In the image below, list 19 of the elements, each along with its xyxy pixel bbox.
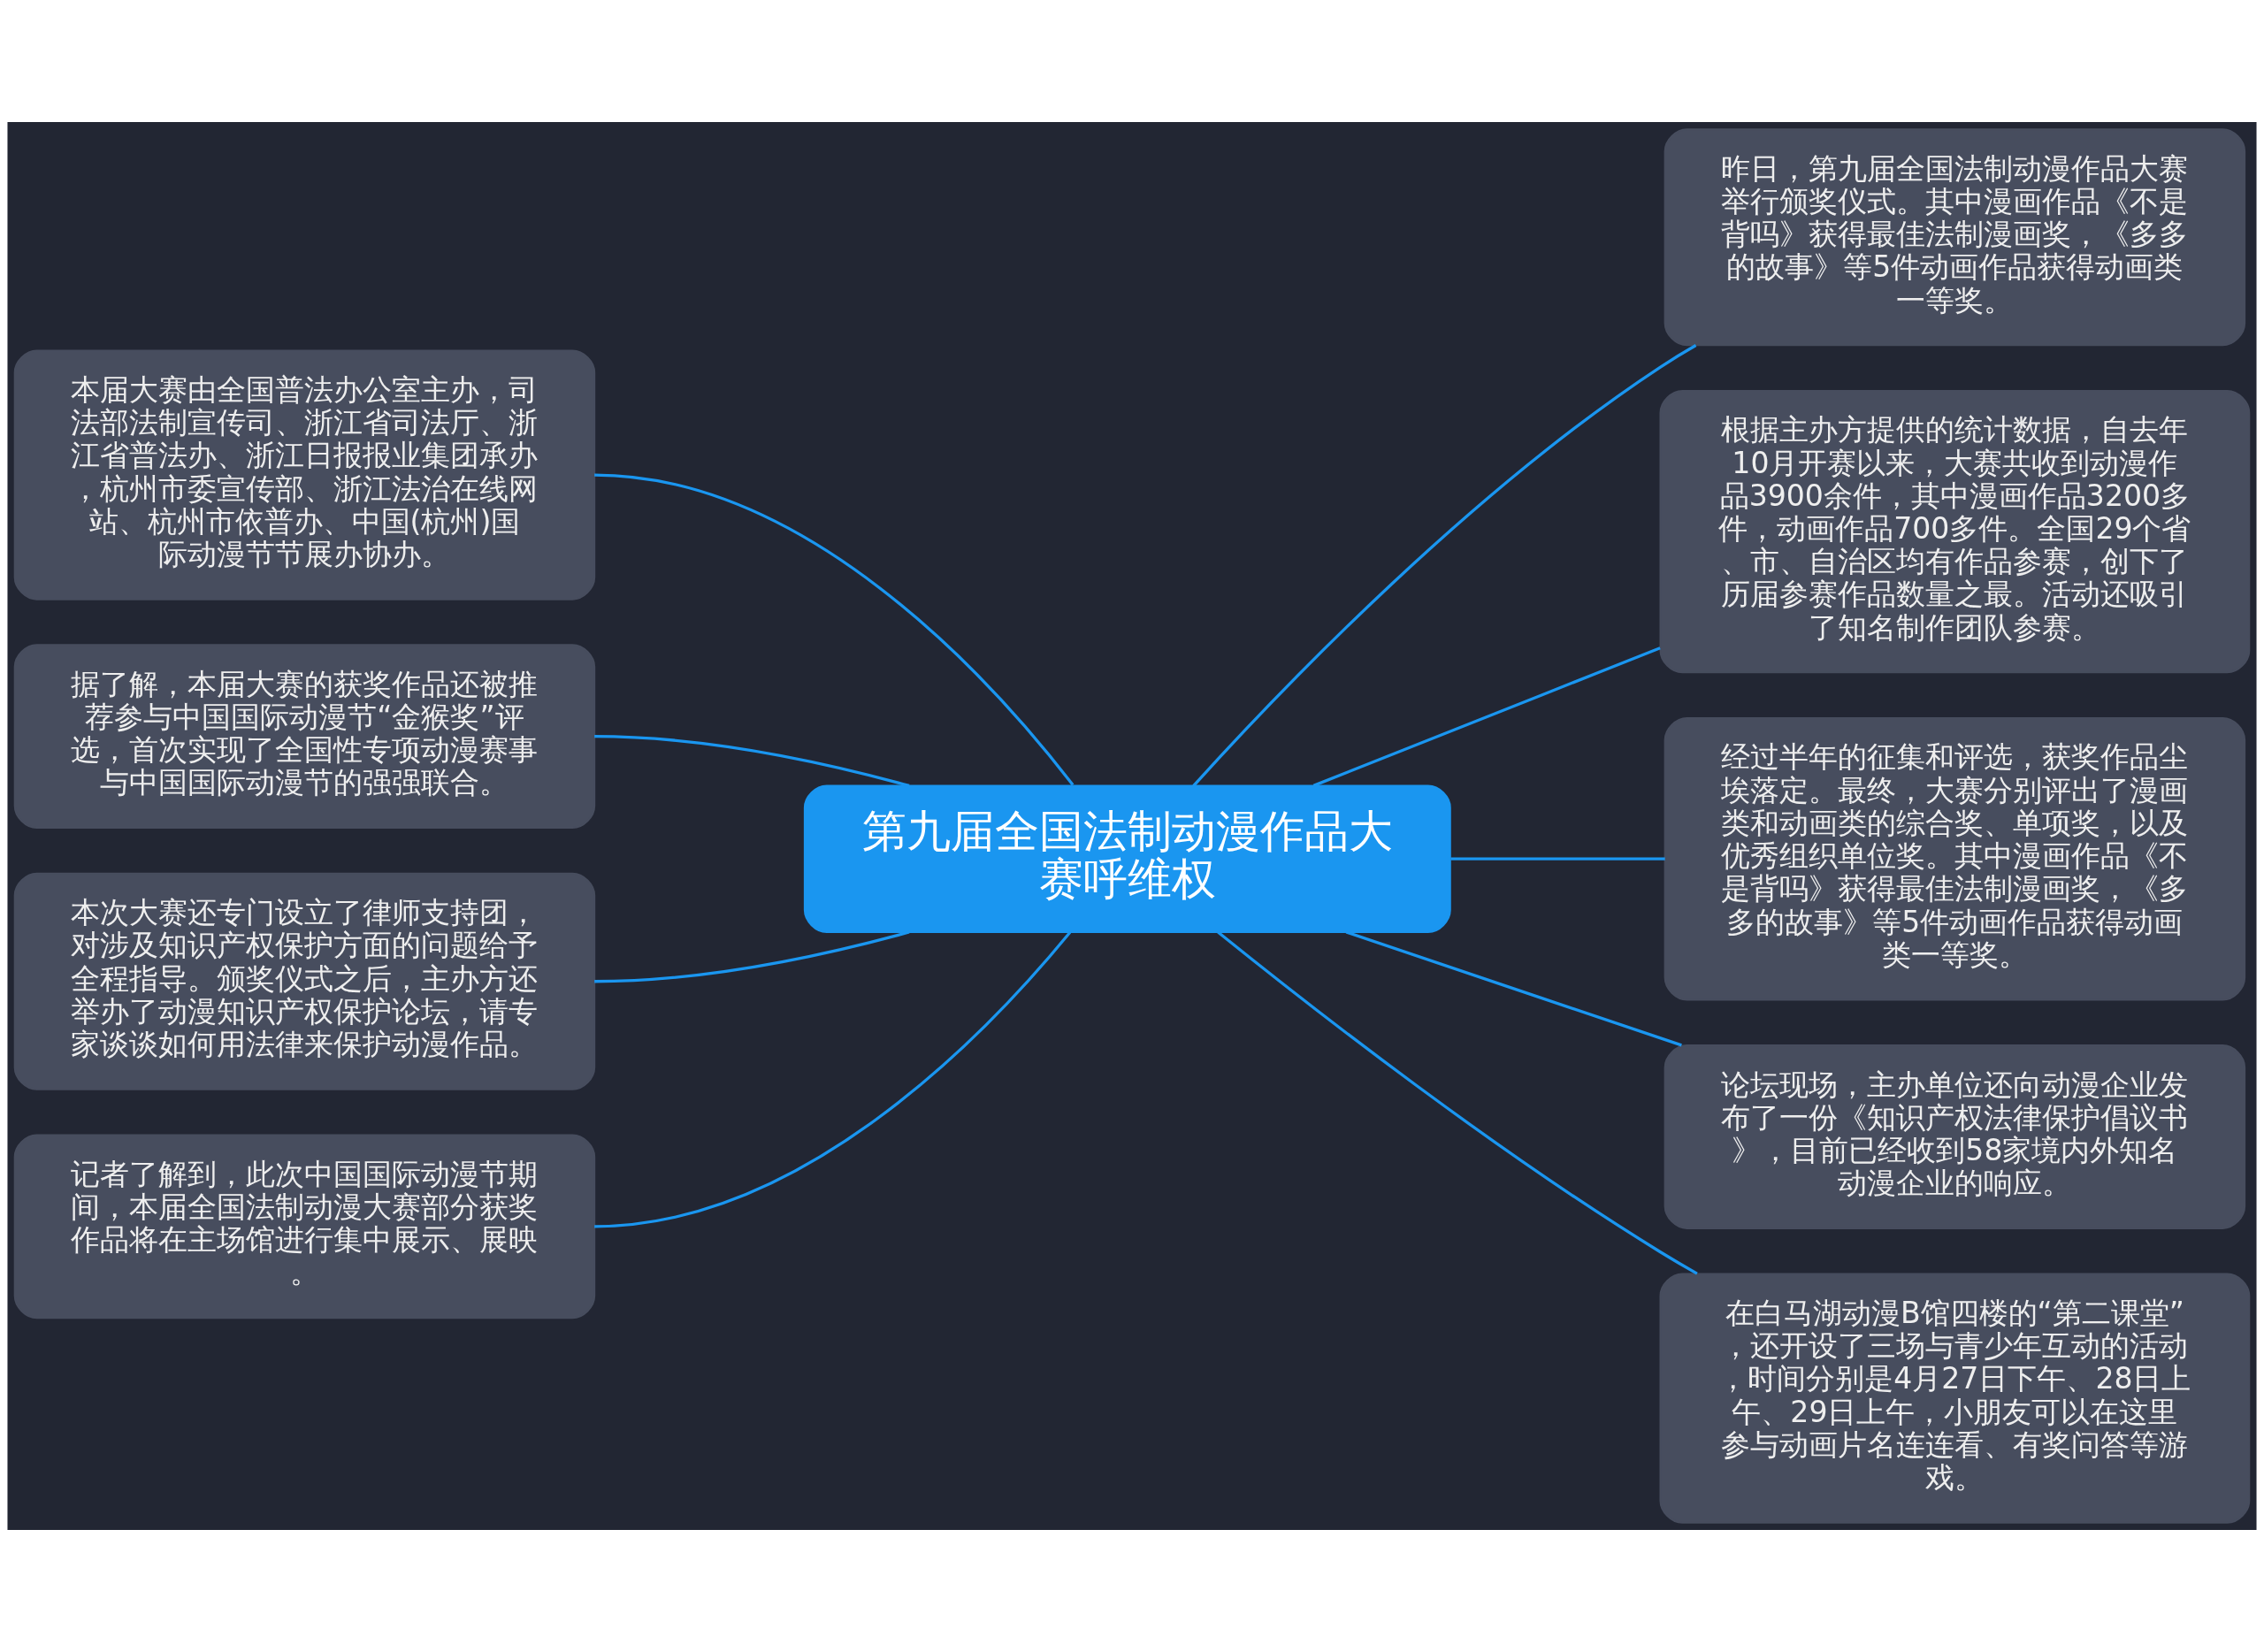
connector	[1192, 344, 1697, 787]
connector	[594, 931, 1072, 1228]
connector	[1345, 930, 1682, 1047]
node-box: 记者了解到，此次中国国际动漫节期间，本届全国法制动漫大赛部分获奖作品将在主场馆进行集中展示、展映。	[13, 1134, 596, 1319]
node-box: 第九届全国法制动漫作品大赛呼维权	[803, 784, 1451, 933]
node-box: 本届大赛由全国普法办公室主办，司法部法制宣传司、浙江省司法厅、浙江省普法办、浙江日报报业集团承办，杭州市委宣传部、浙江法治在线网站、杭州市依普办、中国(杭州)国际动漫节节展办协办。	[13, 349, 596, 600]
connector	[1450, 857, 1665, 860]
node-box: 本次大赛还专门设立了律师支持团，对涉及知识产权保护方面的问题给予全程指导。颁奖仪式之后，主办方还举办了动漫知识产权保护论坛，请专家谈谈如何用法律来保护动漫作品。	[13, 872, 596, 1090]
connector	[594, 930, 910, 983]
connector	[1217, 930, 1698, 1275]
node-box: 据了解，本届大赛的获奖作品还被推荐参与中国国际动漫节“金猴奖”评选，首次实现了全国性专项动漫赛事与中国国际动漫节的强强联合。	[13, 644, 596, 830]
node-box: 根据主办方提供的统计数据，自去年10月开赛以来，大赛共收到动漫作品3900余件，其中漫画作品3200多件，动画作品700多件。全国29个省、市、自治区均有作品参赛，创下了历届参赛作品数量之最。活动还吸引了知名制作团队参赛。	[1659, 389, 2251, 674]
connector	[594, 735, 910, 788]
node-box: 在白马湖动漫B馆四楼的“第二课堂”，还开设了三场与青少年互动的活动，时间分别是4月27日下午、28日上午、29日上午，小朋友可以在这里参与动画片名连连看、有奖问答等游戏。	[1659, 1273, 2251, 1524]
connector	[1312, 646, 1661, 787]
connector	[594, 473, 1075, 786]
node-box: 昨日，第九届全国法制动漫作品大赛举行颁奖仪式。其中漫画作品《不是背吗》获得最佳法制漫画奖，《多多的故事》等5件动画作品获得动画类一等奖。	[1664, 128, 2246, 347]
node-box: 经过半年的征集和评选，获奖作品尘埃落定。最终，大赛分别评出了漫画类和动画类的综合奖、单项奖，以及优秀组织单位奖。其中漫画作品《不是背吗》获得最佳法制漫画奖，《多多的故事》等5件动画作品获得动画类一等奖。	[1664, 717, 2246, 1001]
node-box: 论坛现场，主办单位还向动漫企业发布了一份《知识产权法律保护倡议书》，目前已经收到58家境内外知名动漫企业的响应。	[1664, 1044, 2246, 1229]
